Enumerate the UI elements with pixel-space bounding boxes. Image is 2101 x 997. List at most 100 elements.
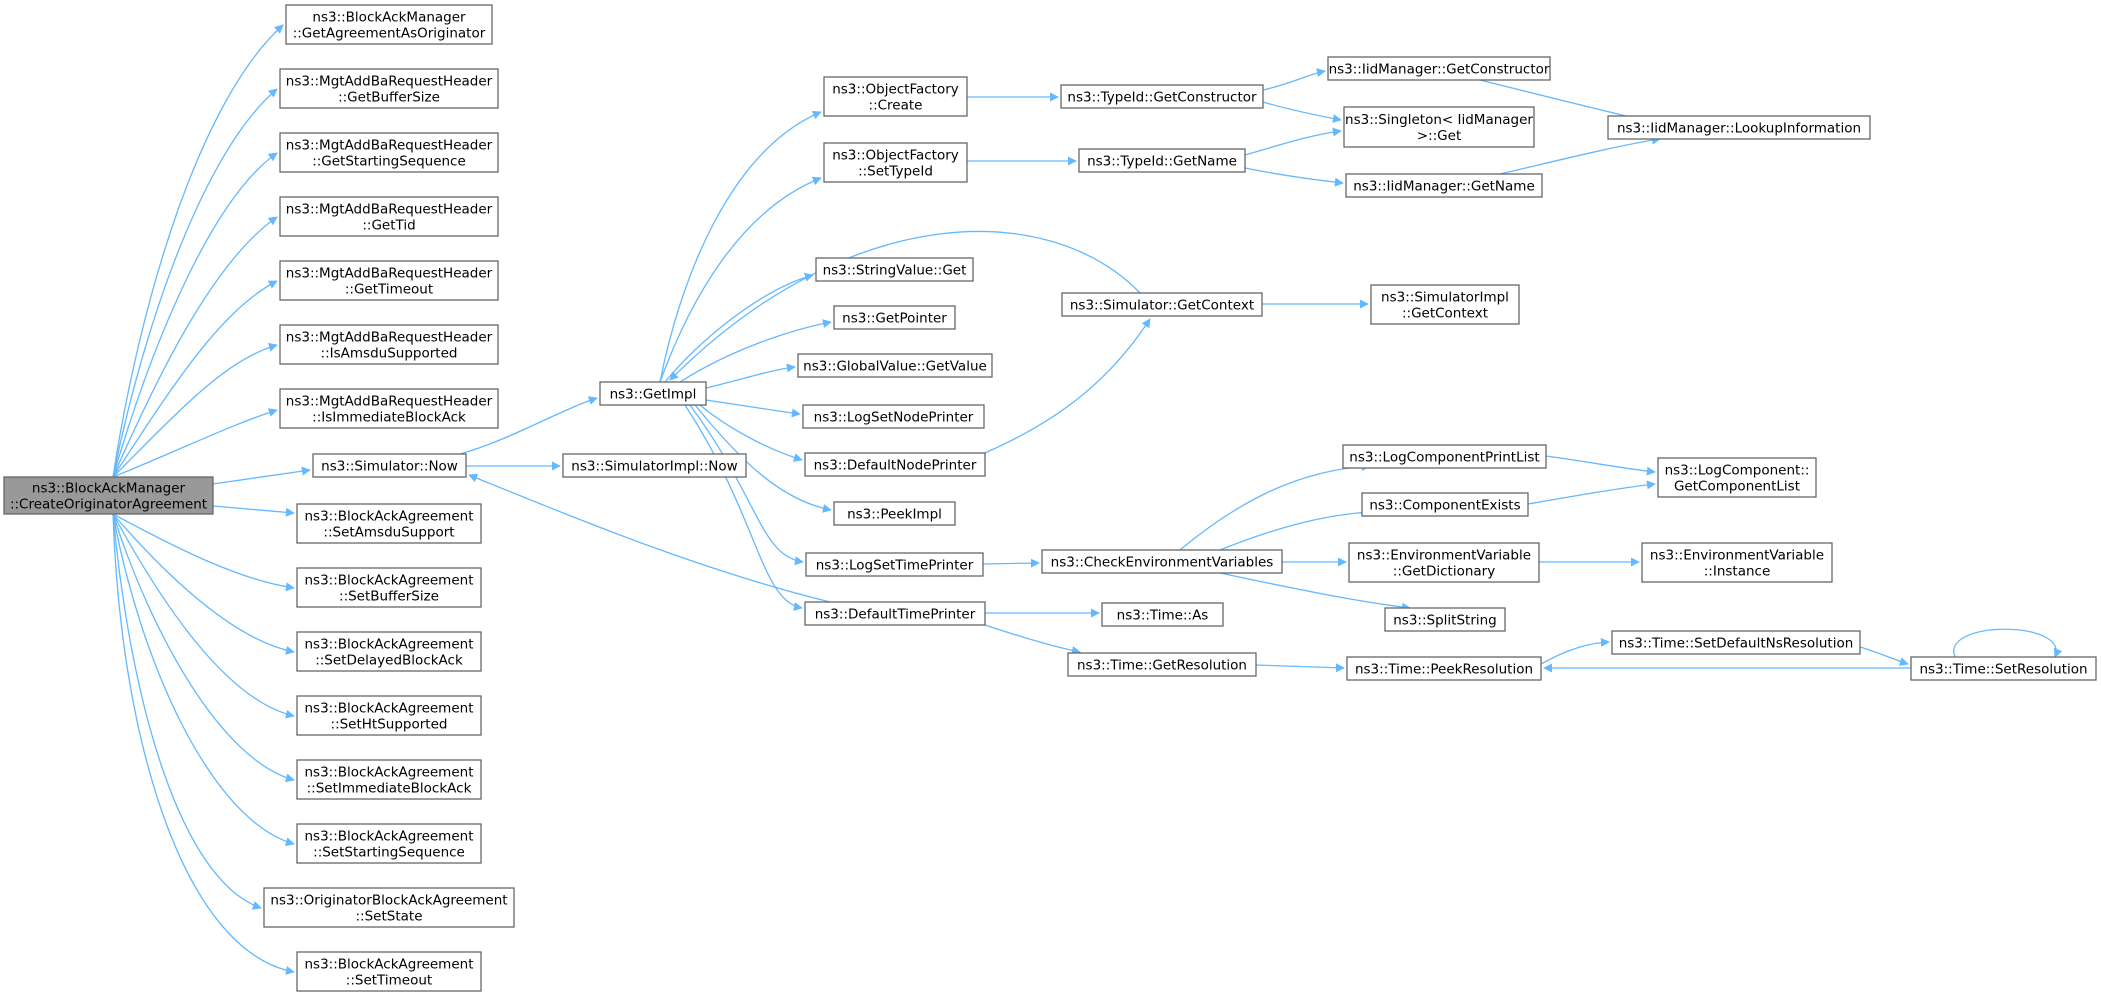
edge-checkEnvVars-splitString: [1219, 572, 1411, 612]
node-componentExists[interactable]: ns3::ComponentExists: [1361, 492, 1529, 517]
node-envVarInstance[interactable]: ns3::EnvironmentVariable::Instance: [1641, 542, 1833, 583]
edge-root-setTimeout: [112, 513, 295, 975]
node-box: [833, 501, 956, 526]
node-checkEnvVars[interactable]: ns3::CheckEnvironmentVariables: [1041, 549, 1283, 574]
node-ofSetTypeId[interactable]: ns3::ObjectFactory::SetTypeId: [823, 142, 968, 183]
node-timeGetResolution[interactable]: ns3::Time::GetResolution: [1067, 652, 1257, 677]
node-setStartingSequence[interactable]: ns3::BlockAckAgreement::SetStartingSeque…: [296, 823, 482, 864]
node-label: ns3::ComponentExists: [1369, 498, 1520, 514]
edge-timeGetResolution-timePeekResolution: [1255, 663, 1345, 673]
node-stringValueGet[interactable]: ns3::StringValue::Get: [815, 257, 974, 282]
node-setState[interactable]: ns3::OriginatorBlockAckAgreement::SetSta…: [263, 887, 515, 928]
node-envVarGetDictionary[interactable]: ns3::EnvironmentVariable::GetDictionary: [1348, 542, 1540, 583]
edge-root-isImmediateBlockAck: [112, 408, 278, 478]
edge-root-getTimeout: [112, 280, 278, 478]
node-simulatorNow[interactable]: ns3::Simulator::Now: [312, 453, 467, 478]
node-defaultTimePrinter[interactable]: ns3::DefaultTimePrinter: [804, 601, 986, 626]
edge-root-getTid: [112, 216, 278, 478]
node-setHtSupported[interactable]: ns3::BlockAckAgreement::SetHtSupported: [296, 695, 482, 736]
node-root[interactable]: ns3::BlockAckManager::CreateOriginatorAg…: [3, 476, 214, 515]
edge-getImpl-globalValueGetValue: [705, 363, 796, 389]
node-label: ns3::DefaultTimePrinter: [815, 607, 976, 623]
node-box: [296, 567, 482, 608]
edge-timeSetResolution-self: [1953, 628, 2063, 658]
node-label: ::SetTypeId: [858, 164, 933, 180]
node-getTimeout[interactable]: ns3::MgtAddBaRequestHeader::GetTimeout: [279, 260, 499, 301]
node-singletonGet[interactable]: ns3::Singleton< IidManager>::Get: [1343, 106, 1535, 148]
node-logComponentGetList[interactable]: ns3::LogComponent::GetComponentList: [1657, 457, 1817, 498]
node-timeSetResolution[interactable]: ns3::Time::SetResolution: [1910, 656, 2097, 681]
edge-root-getAgreementAsOriginator: [112, 24, 284, 478]
node-iidLookupInformation[interactable]: ns3::IidManager::LookupInformation: [1607, 115, 1871, 140]
node-label: GetComponentList: [1674, 479, 1800, 495]
node-box: [804, 452, 986, 477]
node-setImmediateBlockAck[interactable]: ns3::BlockAckAgreement::SetImmediateBloc…: [296, 759, 482, 800]
edge-getImpl-getPointer: [679, 319, 832, 383]
node-getAgreementAsOriginator[interactable]: ns3::BlockAckManager::GetAgreementAsOrig…: [285, 4, 493, 45]
node-timeSetDefaultNsResolution[interactable]: ns3::Time::SetDefaultNsResolution: [1611, 630, 1861, 655]
node-typeIdGetName[interactable]: ns3::TypeId::GetName: [1078, 148, 1246, 173]
node-label: ns3::BlockAckAgreement: [304, 509, 473, 525]
node-logComponentPrintList[interactable]: ns3::LogComponentPrintList: [1342, 444, 1547, 469]
node-label: ns3::Time::SetResolution: [1919, 662, 2087, 678]
node-box: [805, 552, 984, 577]
node-label: ns3::MgtAddBaRequestHeader: [286, 138, 493, 154]
node-isAmsduSupported[interactable]: ns3::MgtAddBaRequestHeader::IsAmsduSuppo…: [279, 324, 499, 365]
node-getPointer[interactable]: ns3::GetPointer: [833, 305, 956, 330]
node-box: [1060, 84, 1264, 109]
node-peekImpl[interactable]: ns3::PeekImpl: [833, 501, 956, 526]
node-timePeekResolution[interactable]: ns3::Time::PeekResolution: [1346, 656, 1542, 681]
node-box: [279, 132, 499, 173]
node-box: [3, 476, 214, 515]
node-iidGetConstructor[interactable]: ns3::IidManager::GetConstructor: [1327, 56, 1551, 81]
edge-root-setDelayedBlockAck: [112, 513, 295, 655]
node-logSetNodePrinter[interactable]: ns3::LogSetNodePrinter: [802, 404, 985, 429]
node-setDelayedBlockAck[interactable]: ns3::BlockAckAgreement::SetDelayedBlockA…: [296, 631, 482, 672]
edge-defaultTimePrinter-simulatorNow: [468, 473, 831, 603]
node-label: ns3::BlockAckAgreement: [304, 637, 473, 653]
node-setBufferSize[interactable]: ns3::BlockAckAgreement::SetBufferSize: [296, 567, 482, 608]
node-box: [599, 381, 707, 406]
node-isImmediateBlockAck[interactable]: ns3::MgtAddBaRequestHeader::IsImmediateB…: [279, 388, 499, 429]
node-setAmsduSupport[interactable]: ns3::BlockAckAgreement::SetAmsduSupport: [296, 503, 482, 544]
node-label: >::Get: [1417, 128, 1461, 144]
node-getTid[interactable]: ns3::MgtAddBaRequestHeader::GetTid: [279, 196, 499, 237]
node-label: ns3::CheckEnvironmentVariables: [1051, 555, 1274, 571]
node-splitString[interactable]: ns3::SplitString: [1384, 607, 1506, 632]
node-box: [279, 260, 499, 301]
node-getImpl[interactable]: ns3::GetImpl: [599, 381, 707, 406]
node-simulatorGetContext[interactable]: ns3::Simulator::GetContext: [1061, 292, 1263, 317]
node-label: ns3::GlobalValue::GetValue: [803, 359, 987, 375]
node-iidGetName[interactable]: ns3::IidManager::GetName: [1345, 173, 1543, 198]
node-label: ns3::SimulatorImpl: [1381, 290, 1509, 306]
node-getBufferSize[interactable]: ns3::MgtAddBaRequestHeader::GetBufferSiz…: [279, 68, 499, 109]
node-defaultNodePrinter[interactable]: ns3::DefaultNodePrinter: [804, 452, 986, 477]
node-typeIdGetConstructor[interactable]: ns3::TypeId::GetConstructor: [1060, 84, 1264, 109]
node-box: [1910, 656, 2097, 681]
edge-getImpl-defaultNodePrinter: [699, 404, 803, 462]
edge-root-isAmsduSupported: [112, 342, 278, 478]
node-globalValueGetValue[interactable]: ns3::GlobalValue::GetValue: [797, 353, 993, 378]
node-logSetTimePrinter[interactable]: ns3::LogSetTimePrinter: [805, 552, 984, 577]
node-timeAs[interactable]: ns3::Time::As: [1101, 602, 1224, 627]
node-label: ns3::SimulatorImpl::Now: [571, 459, 737, 475]
node-label: ns3::OriginatorBlockAckAgreement: [270, 893, 507, 909]
node-label: ns3::BlockAckManager: [32, 481, 186, 497]
node-box: [815, 257, 974, 282]
node-box: [1327, 56, 1551, 81]
node-label: ns3::LogComponentPrintList: [1349, 450, 1539, 466]
node-simImplGetContext[interactable]: ns3::SimulatorImpl::GetContext: [1370, 284, 1520, 325]
node-label: ns3::BlockAckAgreement: [304, 957, 473, 973]
node-simImplNow[interactable]: ns3::SimulatorImpl::Now: [562, 453, 747, 478]
node-setTimeout[interactable]: ns3::BlockAckAgreement::SetTimeout: [296, 951, 482, 992]
node-ofCreate[interactable]: ns3::ObjectFactory::Create: [823, 76, 968, 117]
node-box: [562, 453, 747, 478]
edge-iidGetName-iidLookupInformation: [1499, 135, 1661, 175]
node-label: ns3::MgtAddBaRequestHeader: [286, 330, 493, 346]
node-label: ::SetStartingSequence: [313, 845, 465, 861]
node-box: [1101, 602, 1224, 627]
edge-getImpl-stringValueGet: [664, 272, 814, 383]
node-getStartingSequence[interactable]: ns3::MgtAddBaRequestHeader::GetStartingS…: [279, 132, 499, 173]
edge-componentExists-logComponentGetList: [1527, 480, 1656, 505]
edge-typeIdGetName-singletonGet: [1244, 127, 1342, 156]
